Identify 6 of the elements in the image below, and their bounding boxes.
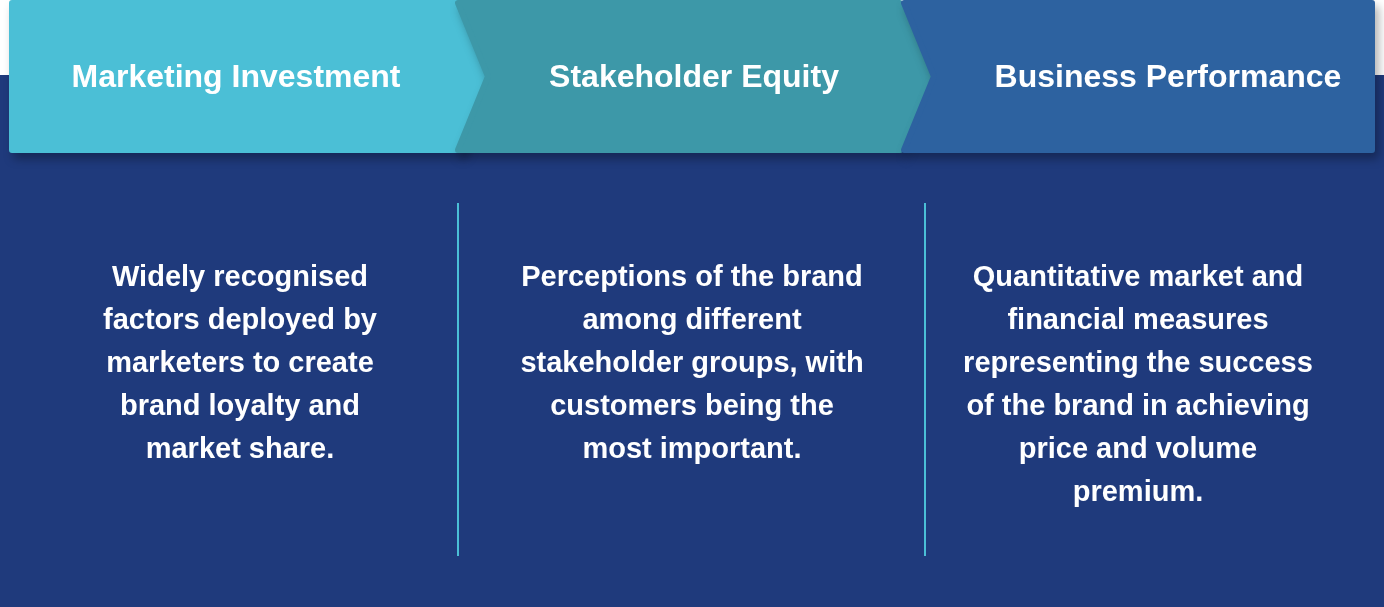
description-text: Quantitative market and financial measures representing the success of the brand in achieving price and volume premium.	[962, 259, 1314, 509]
step-heading: Business Performance	[994, 58, 1342, 95]
description-text: Widely recognised factors deployed by marketers to create brand loyalty and market share.	[102, 259, 378, 466]
description-text: Perceptions of the brand among different stakeholder groups, with customers being the most important.	[519, 259, 865, 466]
step-heading: Stakeholder Equity	[549, 58, 839, 95]
step-heading: Marketing Investment	[71, 58, 401, 95]
